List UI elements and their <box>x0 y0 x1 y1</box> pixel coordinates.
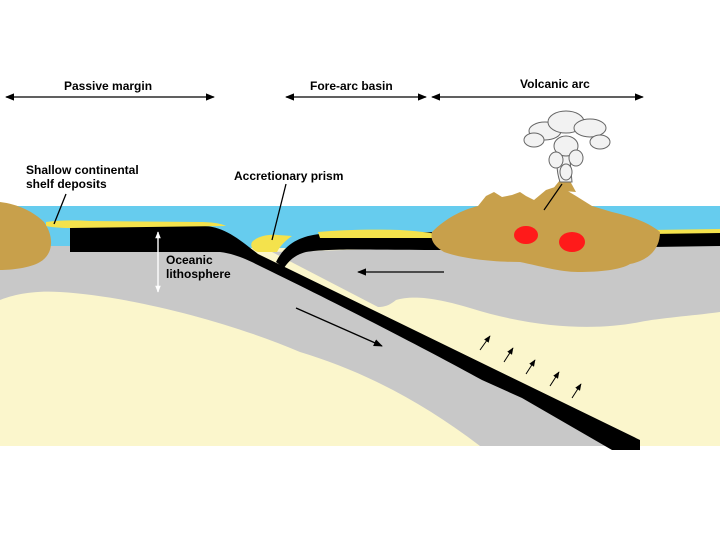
shelf-label-line2: shelf deposits <box>26 177 107 191</box>
oceanic-label-line2: lithosphere <box>166 267 231 281</box>
magma-ascent-arrows <box>479 335 582 399</box>
accretionary-prism-sediments <box>251 234 292 252</box>
shelf-deposits-label: Shallow continental shelf deposits <box>26 163 139 191</box>
volcanic-arc-crust <box>431 186 660 272</box>
magma-chamber-1 <box>514 226 538 244</box>
fore-arc-basin-header: Fore-arc basin <box>310 79 393 93</box>
subducting-lithosphere <box>0 246 640 446</box>
subducting-oceanic-crust <box>70 226 640 450</box>
oceanic-label-line1: Oceanic <box>166 253 213 267</box>
eruption-plume <box>523 110 611 183</box>
magma-chamber-2 <box>559 232 585 252</box>
volcanic-arc-header: Volcanic arc <box>520 77 590 91</box>
oceanic-lithosphere-label: Oceanic lithosphere <box>166 253 231 281</box>
shelf-label-line1: Shallow continental <box>26 163 139 177</box>
accretionary-prism-label: Accretionary prism <box>234 169 344 183</box>
passive-margin-header: Passive margin <box>64 79 153 93</box>
shelf-leader-line <box>53 193 67 225</box>
volcano-vent <box>543 183 563 211</box>
back-arc-sediments <box>650 229 720 234</box>
slab-motion-arrow <box>295 307 383 347</box>
shelf-sediments <box>46 220 226 228</box>
fore-arc-sediments <box>318 229 436 238</box>
continental-shelf <box>0 202 52 270</box>
prism-leader-line <box>271 183 287 241</box>
